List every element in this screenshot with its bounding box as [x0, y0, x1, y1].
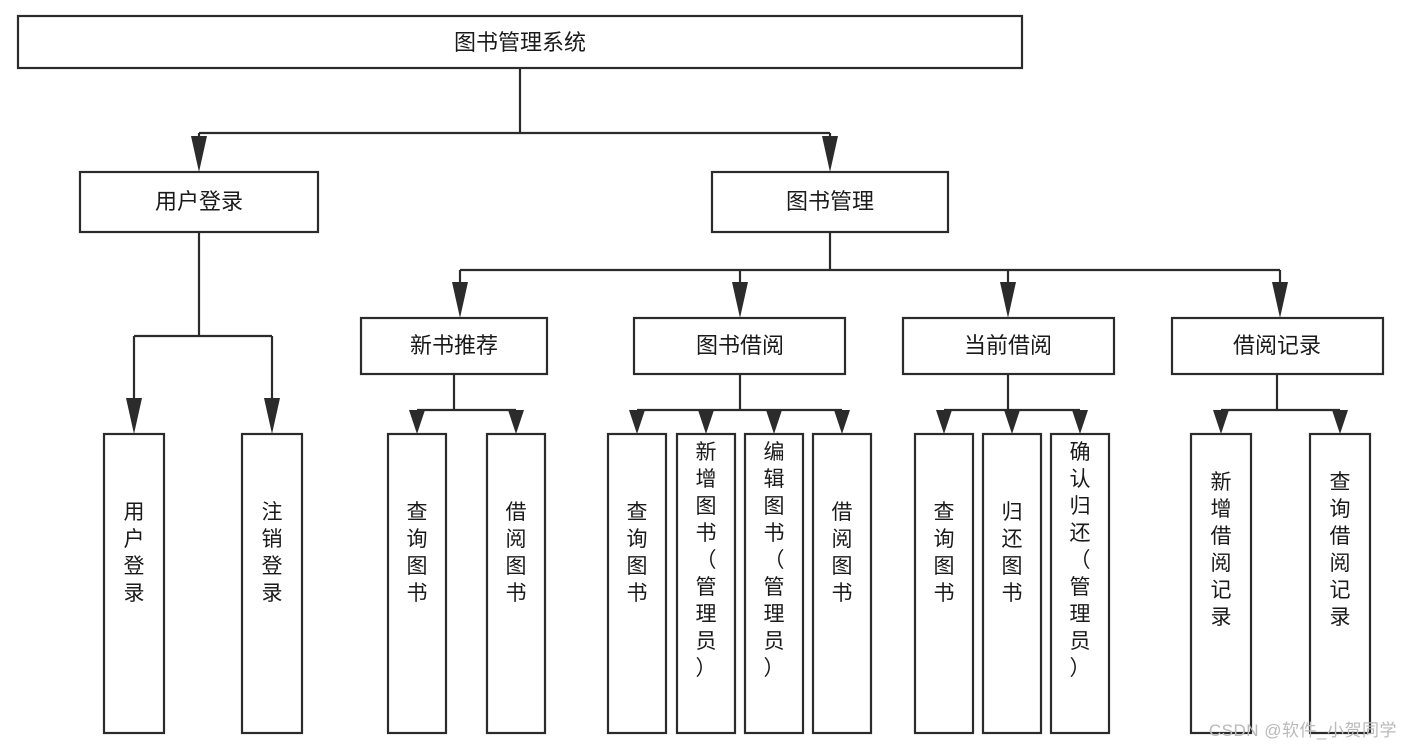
node-leaf-user-login-box[interactable] — [102, 432, 166, 735]
node-borrow-record-box[interactable] — [1170, 316, 1385, 376]
node-leaf-query-book-2[interactable]: 查询图书 — [606, 432, 668, 735]
connector-book-manage-to-level3 — [452, 232, 1288, 318]
arrow-head-icon — [629, 410, 645, 434]
node-leaf-return-book-box[interactable] — [981, 432, 1043, 735]
arrow-head-icon — [834, 410, 850, 434]
node-new-book-recommend-label: 新书推荐 — [410, 333, 498, 358]
arrow-head-icon — [409, 410, 425, 434]
node-user-login-box[interactable] — [78, 170, 320, 234]
node-leaf-query-book-1[interactable]: 查询图书 — [386, 432, 448, 735]
arrow-head-icon — [191, 136, 207, 172]
arrow-head-icon — [766, 410, 782, 434]
node-leaf-borrow-book-2[interactable]: 借阅图书 — [811, 432, 873, 735]
node-leaf-query-book-2-label: 查询图书 — [627, 501, 648, 605]
arrow-head-icon — [822, 136, 838, 172]
node-leaf-edit-book-label: 编辑图书（管理员） — [764, 441, 785, 680]
connector-root-to-level2 — [191, 68, 838, 172]
node-borrow-record[interactable]: 借阅记录 — [1170, 316, 1385, 376]
node-leaf-query-record[interactable]: 查询借阅记录 — [1308, 432, 1372, 735]
node-leaf-logout[interactable]: 注销登录 — [240, 432, 304, 735]
node-leaf-add-record-label: 新增借阅记录 — [1211, 471, 1232, 629]
node-leaf-return-book[interactable]: 归还图书 — [981, 432, 1043, 735]
connector-new-book-recommend-to-leaves — [409, 374, 524, 434]
node-leaf-query-book-3[interactable]: 查询图书 — [913, 432, 975, 735]
node-book-borrow-box[interactable] — [632, 316, 847, 376]
arrow-head-icon — [508, 410, 524, 434]
arrow-head-icon — [1004, 410, 1020, 434]
node-user-login-label: 用户登录 — [155, 189, 243, 214]
node-current-borrow-box[interactable] — [901, 316, 1116, 376]
node-root-box[interactable] — [16, 14, 1024, 70]
node-leaf-add-record-box[interactable] — [1189, 432, 1253, 735]
node-leaf-borrow-book-2-box[interactable] — [811, 432, 873, 735]
node-borrow-record-label: 借阅记录 — [1233, 333, 1321, 358]
node-book-borrow[interactable]: 图书借阅 — [632, 316, 847, 376]
connector-book-borrow-to-leaves — [629, 374, 850, 434]
node-leaf-add-record[interactable]: 新增借阅记录 — [1189, 432, 1253, 735]
node-book-manage[interactable]: 图书管理 — [710, 170, 950, 234]
node-current-borrow-label: 当前借阅 — [964, 333, 1052, 358]
node-leaf-borrow-book-1-label: 借阅图书 — [506, 501, 527, 605]
node-leaf-logout-box[interactable] — [240, 432, 304, 735]
node-leaf-logout-label: 注销登录 — [262, 501, 283, 605]
arrow-head-icon — [732, 282, 748, 318]
node-new-book-recommend[interactable]: 新书推荐 — [359, 316, 549, 376]
connector-user-login-to-leaves — [126, 232, 280, 434]
arrow-head-icon — [1213, 410, 1229, 434]
node-book-borrow-label: 图书借阅 — [696, 333, 784, 358]
node-leaf-query-book-1-label: 查询图书 — [407, 501, 428, 605]
node-new-book-recommend-box[interactable] — [359, 316, 549, 376]
node-root[interactable]: 图书管理系统 — [16, 14, 1024, 70]
node-leaf-confirm-return[interactable]: 确认归还（管理员） — [1049, 432, 1111, 735]
arrow-head-icon — [126, 398, 142, 434]
node-leaf-query-record-box[interactable] — [1308, 432, 1372, 735]
node-leaf-query-book-3-box[interactable] — [913, 432, 975, 735]
node-leaf-user-login-label: 用户登录 — [124, 501, 145, 605]
arrow-head-icon — [1072, 410, 1088, 434]
arrow-head-icon — [1272, 282, 1288, 318]
node-leaf-user-login[interactable]: 用户登录 — [102, 432, 166, 735]
node-leaf-query-book-1-box[interactable] — [386, 432, 448, 735]
node-leaf-add-book-box[interactable] — [675, 432, 737, 735]
arrow-head-icon — [1000, 282, 1016, 318]
connector-borrow-record-to-leaves — [1213, 374, 1348, 434]
node-leaf-borrow-book-2-label: 借阅图书 — [832, 501, 853, 605]
node-leaf-query-record-label: 查询借阅记录 — [1330, 471, 1351, 629]
arrow-head-icon — [264, 398, 280, 434]
node-book-manage-box[interactable] — [710, 170, 950, 234]
node-current-borrow[interactable]: 当前借阅 — [901, 316, 1116, 376]
node-leaf-query-book-2-box[interactable] — [606, 432, 668, 735]
arrow-head-icon — [452, 282, 468, 318]
node-root-label: 图书管理系统 — [454, 30, 586, 55]
arrow-head-icon — [1332, 410, 1348, 434]
node-leaf-edit-book[interactable]: 编辑图书（管理员） — [743, 432, 805, 735]
node-leaf-add-book[interactable]: 新增图书（管理员） — [675, 432, 737, 735]
node-leaf-edit-book-box[interactable] — [743, 432, 805, 735]
node-leaf-confirm-return-box[interactable] — [1049, 432, 1111, 735]
arrow-head-icon — [698, 410, 714, 434]
node-leaf-borrow-book-1-box[interactable] — [485, 432, 547, 735]
node-book-manage-label: 图书管理 — [786, 189, 874, 214]
node-leaf-query-book-3-label: 查询图书 — [934, 501, 955, 605]
node-leaf-add-book-label: 新增图书（管理员） — [696, 441, 717, 680]
node-user-login[interactable]: 用户登录 — [78, 170, 320, 234]
node-leaf-confirm-return-label: 确认归还（管理员） — [1070, 441, 1091, 680]
connector-current-borrow-to-leaves — [936, 374, 1088, 434]
arrow-head-icon — [936, 410, 952, 434]
node-leaf-return-book-label: 归还图书 — [1002, 501, 1023, 605]
node-leaf-borrow-book-1[interactable]: 借阅图书 — [485, 432, 547, 735]
